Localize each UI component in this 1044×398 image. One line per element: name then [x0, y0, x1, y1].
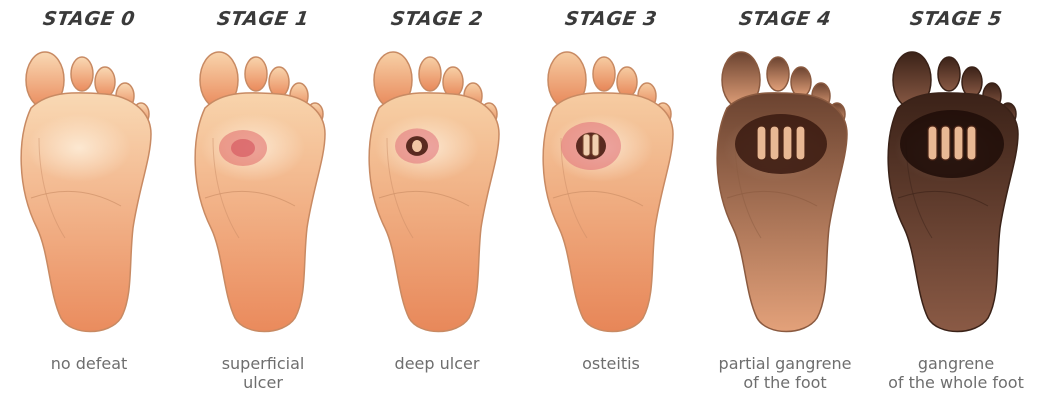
- caption-line: ulcer: [176, 373, 350, 392]
- caption-line: partial gangrene: [698, 354, 872, 373]
- stage-0: STAGE 0 no defeat: [2, 0, 176, 398]
- caption-line: of the foot: [698, 373, 872, 392]
- stage-title: STAGE 2: [348, 8, 525, 30]
- caption-line: of the whole foot: [869, 373, 1043, 392]
- stage-caption: osteitis: [524, 354, 698, 373]
- gangrene-area: [900, 110, 1004, 178]
- foot-illustration: [705, 38, 865, 338]
- toe-2: [71, 57, 93, 91]
- exposed-bone: [796, 126, 805, 160]
- caption-line: deep ulcer: [350, 354, 524, 373]
- toe-3: [95, 67, 115, 97]
- exposed-bone: [967, 126, 976, 160]
- toe-2: [419, 57, 441, 91]
- foot-illustration: [876, 38, 1036, 338]
- toe-2: [593, 57, 615, 91]
- caption-line: no defeat: [2, 354, 176, 373]
- caption-line: osteitis: [524, 354, 698, 373]
- stage-4: STAGE 4 partial gangrene of the foot: [698, 0, 872, 398]
- foot-illustration: [531, 38, 691, 338]
- stage-title: STAGE 0: [0, 8, 177, 30]
- foot-illustration: [357, 38, 517, 338]
- toe-3: [962, 67, 982, 97]
- foot-illustration: [9, 38, 169, 338]
- stage-3: STAGE 3 osteitis: [524, 0, 698, 398]
- exposed-bone: [770, 126, 779, 160]
- toe-3: [791, 67, 811, 97]
- toe-2: [245, 57, 267, 91]
- exposed-bone: [583, 134, 590, 156]
- ulcer-core: [231, 139, 255, 157]
- toe-2: [938, 57, 960, 91]
- stage-5: STAGE 5 gangrene of the whole foot: [869, 0, 1043, 398]
- stage-title: STAGE 5: [867, 8, 1044, 30]
- exposed-bone: [783, 126, 792, 160]
- stage-caption: superficial ulcer: [176, 354, 350, 392]
- exposed-bone: [757, 126, 766, 160]
- exposed-bone: [954, 126, 963, 160]
- exposed-bone: [928, 126, 937, 160]
- caption-line: gangrene: [869, 354, 1043, 373]
- toe-3: [443, 67, 463, 97]
- stage-1: STAGE 1 superficial ulcer: [176, 0, 350, 398]
- stage-title: STAGE 1: [174, 8, 351, 30]
- ulcer-crater: [576, 133, 606, 160]
- exposed-bone: [592, 134, 599, 156]
- toe-2: [767, 57, 789, 91]
- stage-title: STAGE 3: [522, 8, 699, 30]
- gangrene-area: [735, 114, 827, 174]
- caption-line: superficial: [176, 354, 350, 373]
- stage-2: STAGE 2 deep ulcer: [350, 0, 524, 398]
- stage-title: STAGE 4: [696, 8, 873, 30]
- toe-3: [269, 67, 289, 97]
- exposed-bone: [941, 126, 950, 160]
- stage-caption: deep ulcer: [350, 354, 524, 373]
- ulcer-depth: [412, 140, 422, 152]
- ball-highlight: [27, 114, 131, 182]
- foot-illustration: [183, 38, 343, 338]
- stage-caption: gangrene of the whole foot: [869, 354, 1043, 392]
- toe-3: [617, 67, 637, 97]
- stage-caption: partial gangrene of the foot: [698, 354, 872, 392]
- stage-caption: no defeat: [2, 354, 176, 373]
